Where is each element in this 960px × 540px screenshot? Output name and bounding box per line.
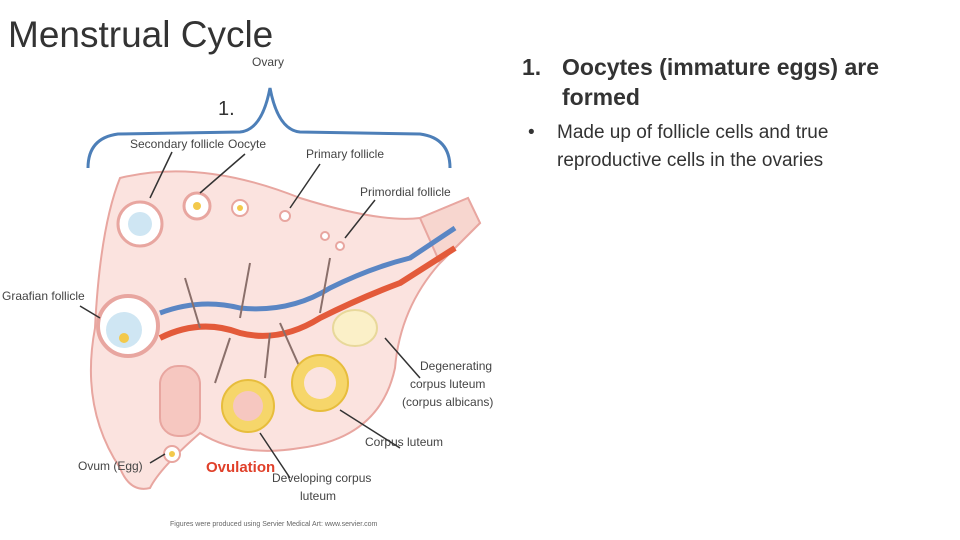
label-ovum: Ovum (Egg) — [78, 459, 143, 473]
label-secondary-follicle: Secondary follicle — [130, 137, 224, 151]
label-primary-follicle: Primary follicle — [306, 147, 384, 161]
figure-credit: Figures were produced using Servier Medi… — [170, 521, 378, 528]
step-marker: 1. — [218, 98, 235, 120]
label-ovulation: Ovulation — [206, 459, 275, 476]
bullet-icon: • — [528, 122, 535, 143]
label-developing-1: Developing corpus — [272, 471, 371, 485]
label-degenerating-2: corpus luteum — [410, 377, 485, 391]
label-primordial-follicle: Primordial follicle — [360, 185, 451, 199]
label-corpus-luteum: Corpus luteum — [365, 435, 443, 449]
label-degenerating-3: (corpus albicans) — [402, 395, 493, 409]
slide-title: Menstrual Cycle — [8, 14, 274, 55]
label-ovary: Ovary — [252, 55, 284, 69]
label-oocyte: Oocyte — [228, 137, 266, 151]
corpus-albicans — [332, 309, 378, 347]
ovary-bracket — [86, 87, 452, 169]
label-graafian-follicle: Graafian follicle — [2, 289, 85, 303]
label-developing-2: luteum — [300, 489, 336, 503]
heading-number: 1. — [522, 54, 542, 80]
ovulating-follicle — [159, 365, 201, 437]
primordial-follicle — [279, 210, 291, 222]
label-degenerating-1: Degenerating — [420, 359, 492, 373]
heading-text: Oocytes (immature eggs) are formed — [562, 54, 880, 110]
bullet-text: Made up of follicle cells and true repro… — [557, 122, 829, 171]
ovary-diagram: Ovary Secondary follicle Oocyte Primary … — [2, 55, 493, 528]
vein — [159, 225, 457, 316]
